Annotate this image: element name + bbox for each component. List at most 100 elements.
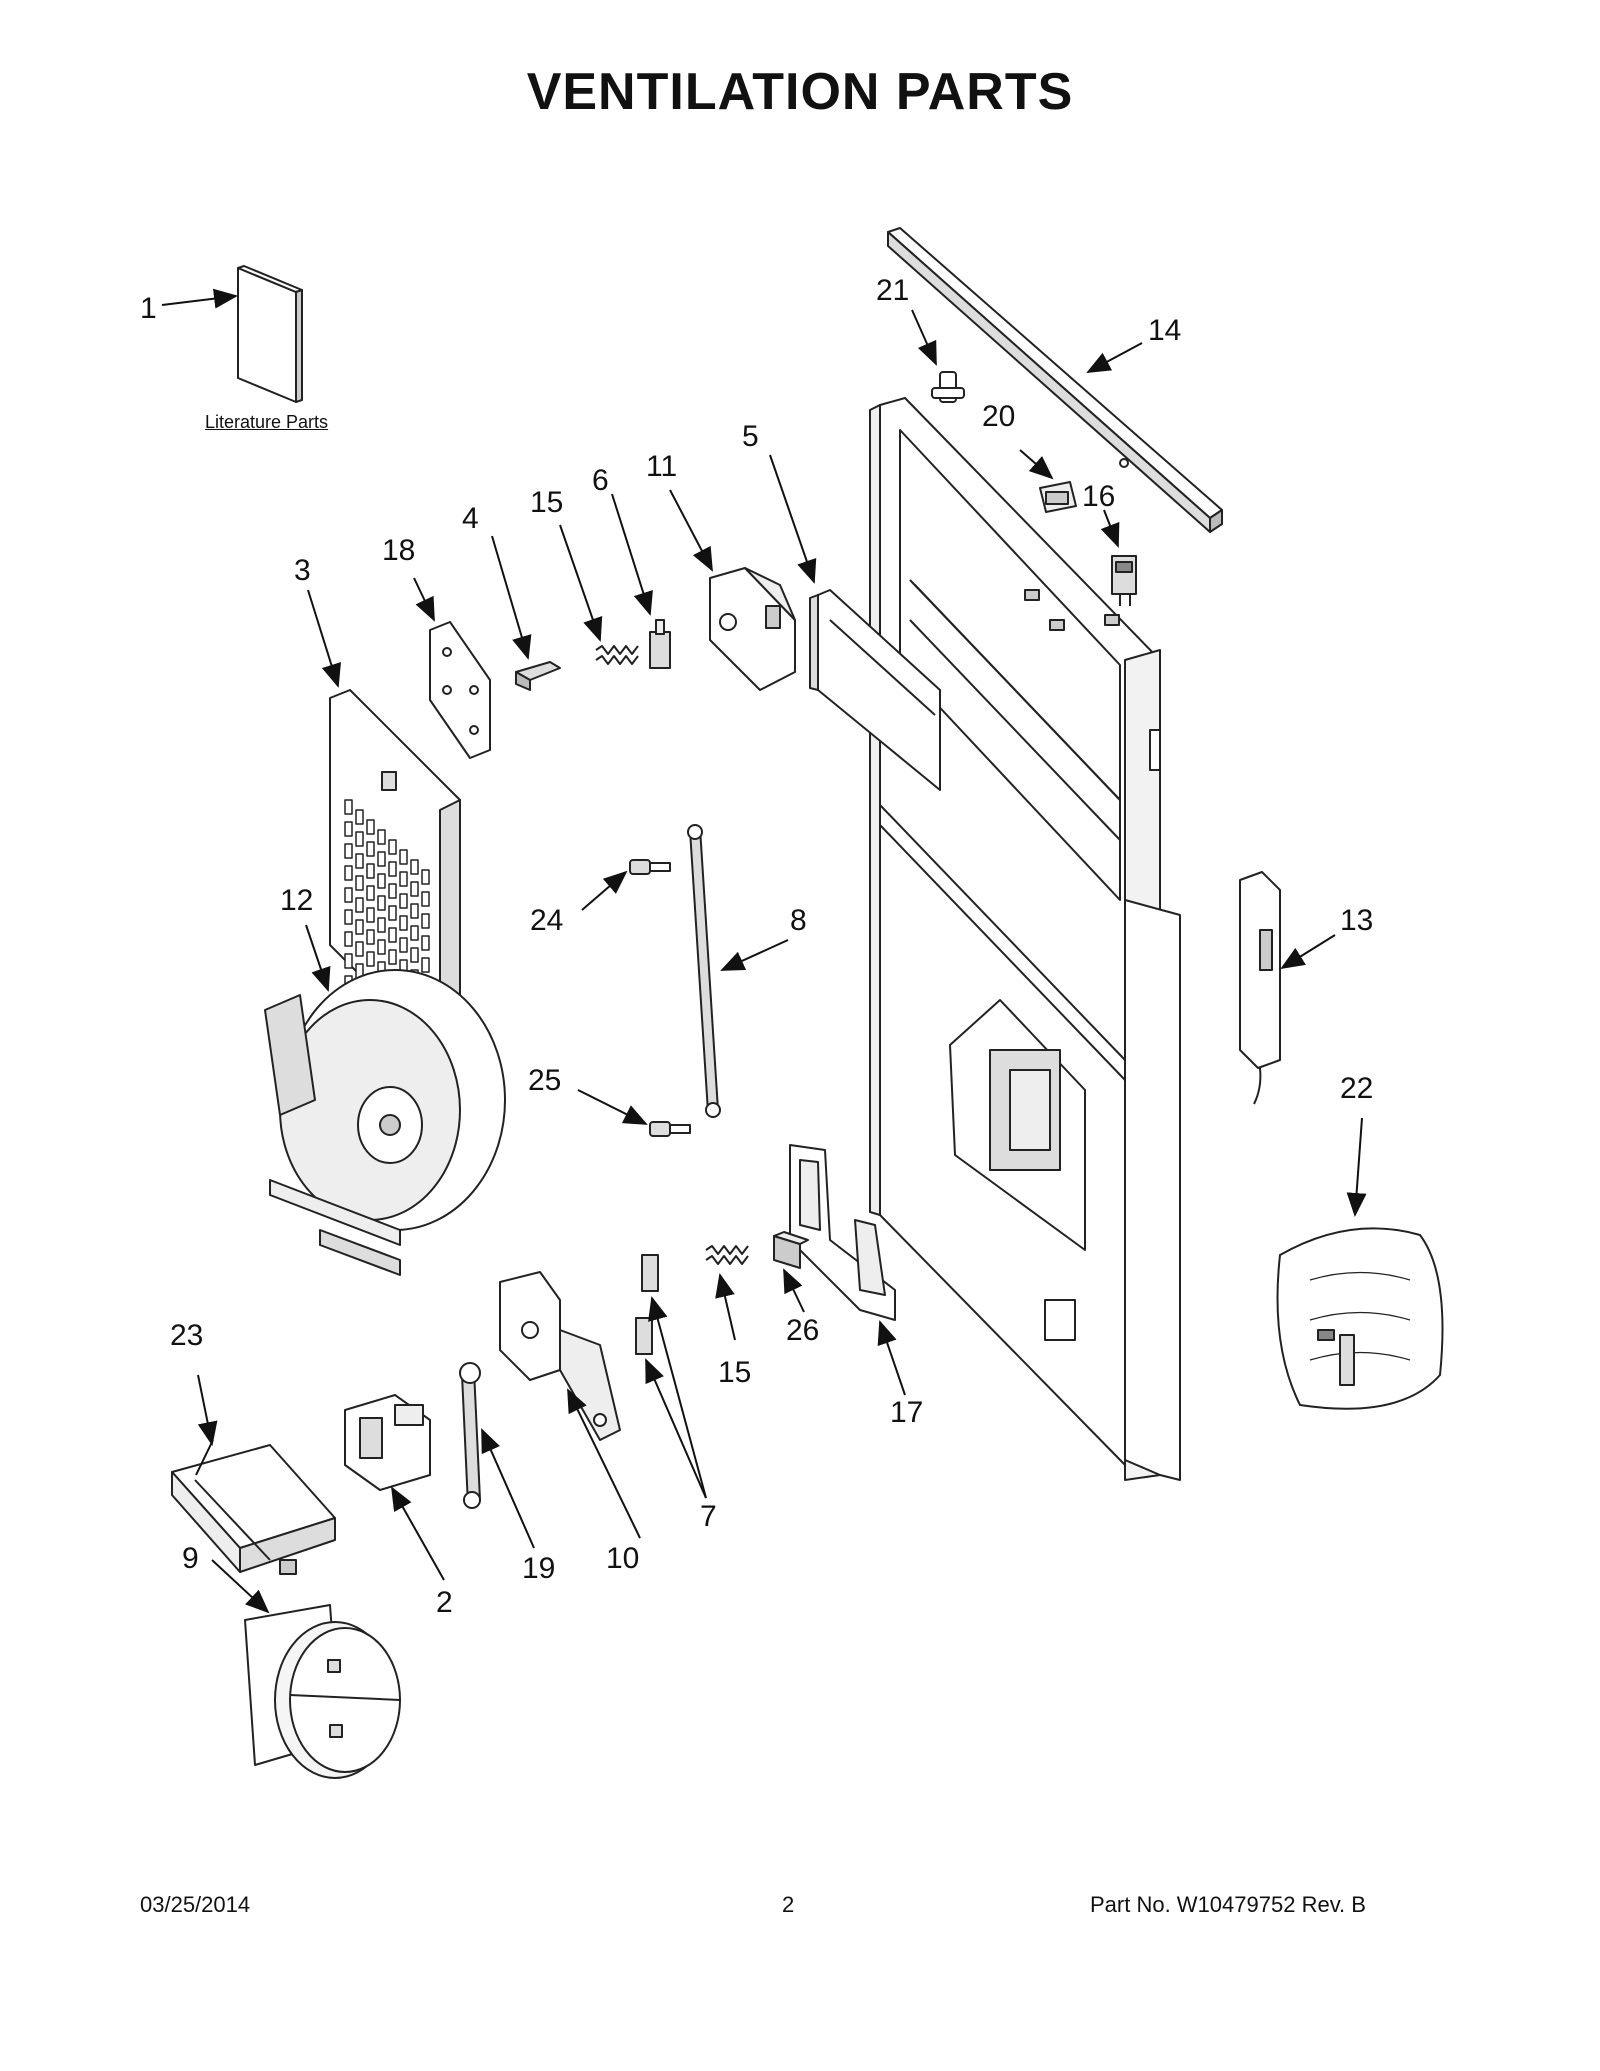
callout-6: 6: [592, 464, 609, 497]
part-10-bracket-assembly: [499, 1271, 621, 1441]
grille-slot: [410, 947, 419, 963]
part-26-block: [773, 1231, 809, 1269]
grille-slot: [344, 799, 353, 815]
grille-slot: [344, 953, 353, 969]
grille-slot: [399, 937, 408, 953]
grille-slot: [355, 875, 364, 891]
leader-lines: [161, 288, 1367, 1614]
grille-slot: [388, 927, 397, 943]
part-22-parts-bag: [1276, 1227, 1444, 1410]
grille-slot: [421, 869, 430, 885]
grille-slot: [421, 891, 430, 907]
part-7-switches: [635, 1254, 659, 1355]
callout-2: 2: [436, 1586, 453, 1619]
grille-slot: [377, 851, 386, 867]
grille-slot: [399, 871, 408, 887]
part-24-screw: [629, 859, 671, 875]
grille-slot: [410, 859, 419, 875]
part-6-small-bracket: [649, 619, 671, 669]
part-11-bracket: [709, 567, 796, 691]
grille-slot: [388, 905, 397, 921]
grille-slot: [377, 829, 386, 845]
callout-18: 18: [382, 534, 415, 567]
grille-slot: [421, 935, 430, 951]
callout-24: 24: [530, 904, 563, 937]
grille-slot: [344, 909, 353, 925]
callout-26: 26: [786, 1314, 819, 1347]
grille-slot: [344, 865, 353, 881]
grille-slot: [355, 941, 364, 957]
part-15-spring-upper: [595, 645, 639, 665]
grille-slot: [399, 893, 408, 909]
part-literature-booklet: [237, 265, 303, 403]
part-23-control-tray: [171, 1444, 336, 1575]
callout-19: 19: [522, 1552, 555, 1585]
footer-part-number: Part No. W10479752 Rev. B: [1090, 1892, 1366, 1917]
literature-parts-label: Literature Parts: [205, 412, 329, 432]
callout-11: 11: [646, 450, 677, 483]
grille-slot: [344, 887, 353, 903]
grille-slot: [377, 939, 386, 955]
callout-10: 10: [606, 1542, 639, 1575]
callout-12: 12: [280, 884, 313, 917]
part-12-blower: [264, 969, 506, 1276]
grille-slot: [388, 883, 397, 899]
grille-slot: [377, 873, 386, 889]
callout-15-lower: 15: [718, 1356, 751, 1389]
grille-slot: [366, 819, 375, 835]
grille-slot: [344, 821, 353, 837]
part-15-spring-lower: [705, 1245, 749, 1265]
part-top-trim: [887, 227, 1223, 533]
callout-9: 9: [182, 1542, 199, 1575]
grille-slot: [388, 949, 397, 965]
grille-slot: [355, 919, 364, 935]
callout-7: 7: [700, 1500, 717, 1533]
grille-slot: [355, 897, 364, 913]
footer-date: 03/25/2014: [140, 1892, 251, 1917]
grille-slot: [410, 903, 419, 919]
footer-page-number: 2: [782, 1892, 795, 1917]
grille-slot: [366, 907, 375, 923]
callout-8: 8: [790, 904, 807, 937]
grille-slot: [377, 917, 386, 933]
grille-slot: [366, 885, 375, 901]
page-title: VENTILATION PARTS: [526, 63, 1074, 121]
callout-25: 25: [528, 1064, 561, 1097]
part-17-gasket: [789, 1144, 896, 1321]
grille-slot: [399, 849, 408, 865]
grille-slot: [355, 831, 364, 847]
grille-slot: [366, 863, 375, 879]
part-20-clip: [1039, 481, 1077, 513]
part-13-module: [1239, 871, 1281, 1105]
grille-slot: [366, 929, 375, 945]
part-5-front-plate: [809, 589, 941, 791]
part-main-frame: [869, 397, 1181, 1481]
grille-slot: [410, 925, 419, 941]
part-21-bolt: [931, 371, 965, 403]
callout-13: 13: [1340, 904, 1373, 937]
grille-slot: [355, 853, 364, 869]
callout-3: 3: [294, 554, 311, 587]
part-18-cover-plate: [429, 621, 491, 759]
grille-slot: [421, 913, 430, 929]
callout-14: 14: [1148, 314, 1181, 347]
callout-15-upper: 15: [530, 486, 563, 519]
grille-slot: [355, 809, 364, 825]
callout-16: 16: [1082, 480, 1115, 513]
grille-slot: [410, 881, 419, 897]
grille-slot: [421, 957, 430, 973]
callout-20: 20: [982, 400, 1015, 433]
part-19-link-arm: [459, 1362, 481, 1509]
callout-17: 17: [890, 1396, 923, 1429]
callout-1: 1: [140, 292, 157, 325]
callout-21: 21: [876, 274, 909, 307]
grille-slot: [399, 915, 408, 931]
part-25-screw: [649, 1121, 691, 1137]
grille-slot: [388, 839, 397, 855]
callout-23: 23: [170, 1319, 203, 1352]
grille-slot: [344, 931, 353, 947]
part-16-switch: [1111, 555, 1137, 606]
callout-5: 5: [742, 420, 759, 453]
callout-22: 22: [1340, 1072, 1373, 1105]
